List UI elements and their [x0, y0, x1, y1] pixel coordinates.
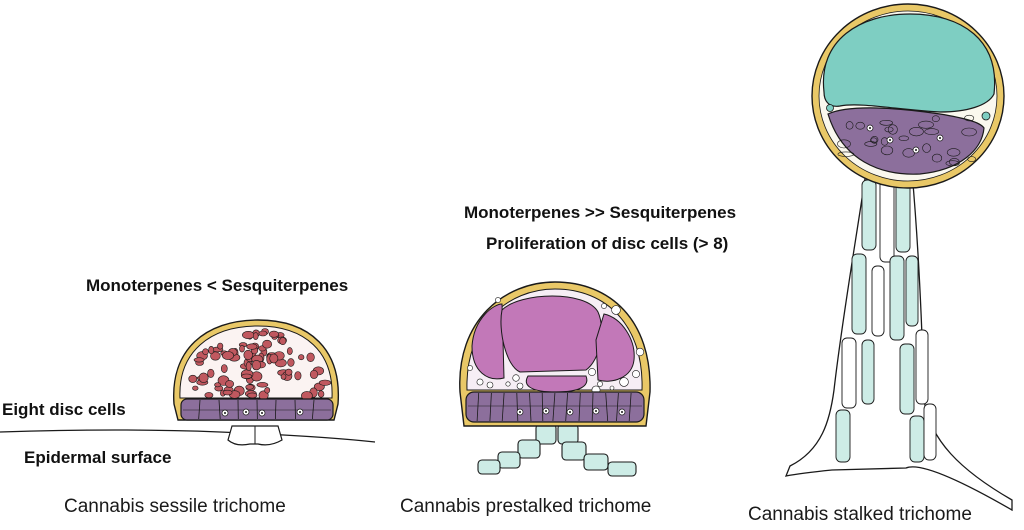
- prestalked-trichome: [459, 281, 651, 477]
- stalked-resin-cavity: [822, 13, 996, 113]
- prestalked-vesicle-left: [471, 303, 505, 380]
- sessile-trichome: [173, 319, 339, 446]
- eight-disc-cells-label: Eight disc cells: [2, 400, 126, 419]
- prestalked-disc-cells: [465, 391, 645, 423]
- prestalked-vesicle-bottom: [525, 375, 588, 393]
- epidermal-surface-line: [0, 429, 376, 443]
- prestalked-vesicle-center: [500, 295, 603, 373]
- prestalked-terpene-ratio-label: Monoterpenes >> Sesquiterpenes: [464, 203, 737, 222]
- stalked-disc-cells: [827, 107, 985, 175]
- stalked-stalk-cells: [835, 177, 937, 463]
- epidermal-surface-label: Epidermal surface: [24, 448, 172, 467]
- stalked-trichome-caption: Cannabis stalked trichome: [748, 504, 972, 525]
- sessile-trichome-caption: Cannabis sessile trichome: [64, 496, 286, 517]
- sessile-oil-droplets: [188, 328, 332, 401]
- stalked-trichome: [784, 3, 1013, 512]
- sessile-terpene-ratio-label: Monoterpenes < Sesquiterpenes: [86, 276, 349, 295]
- prestalked-vesicle-right: [595, 313, 635, 382]
- prestalked-trichome-caption: Cannabis prestalked trichome: [400, 496, 652, 517]
- prestalked-stalk-cells: [477, 423, 637, 477]
- disc-cell-proliferation-label: Proliferation of disc cells (> 8): [486, 234, 729, 253]
